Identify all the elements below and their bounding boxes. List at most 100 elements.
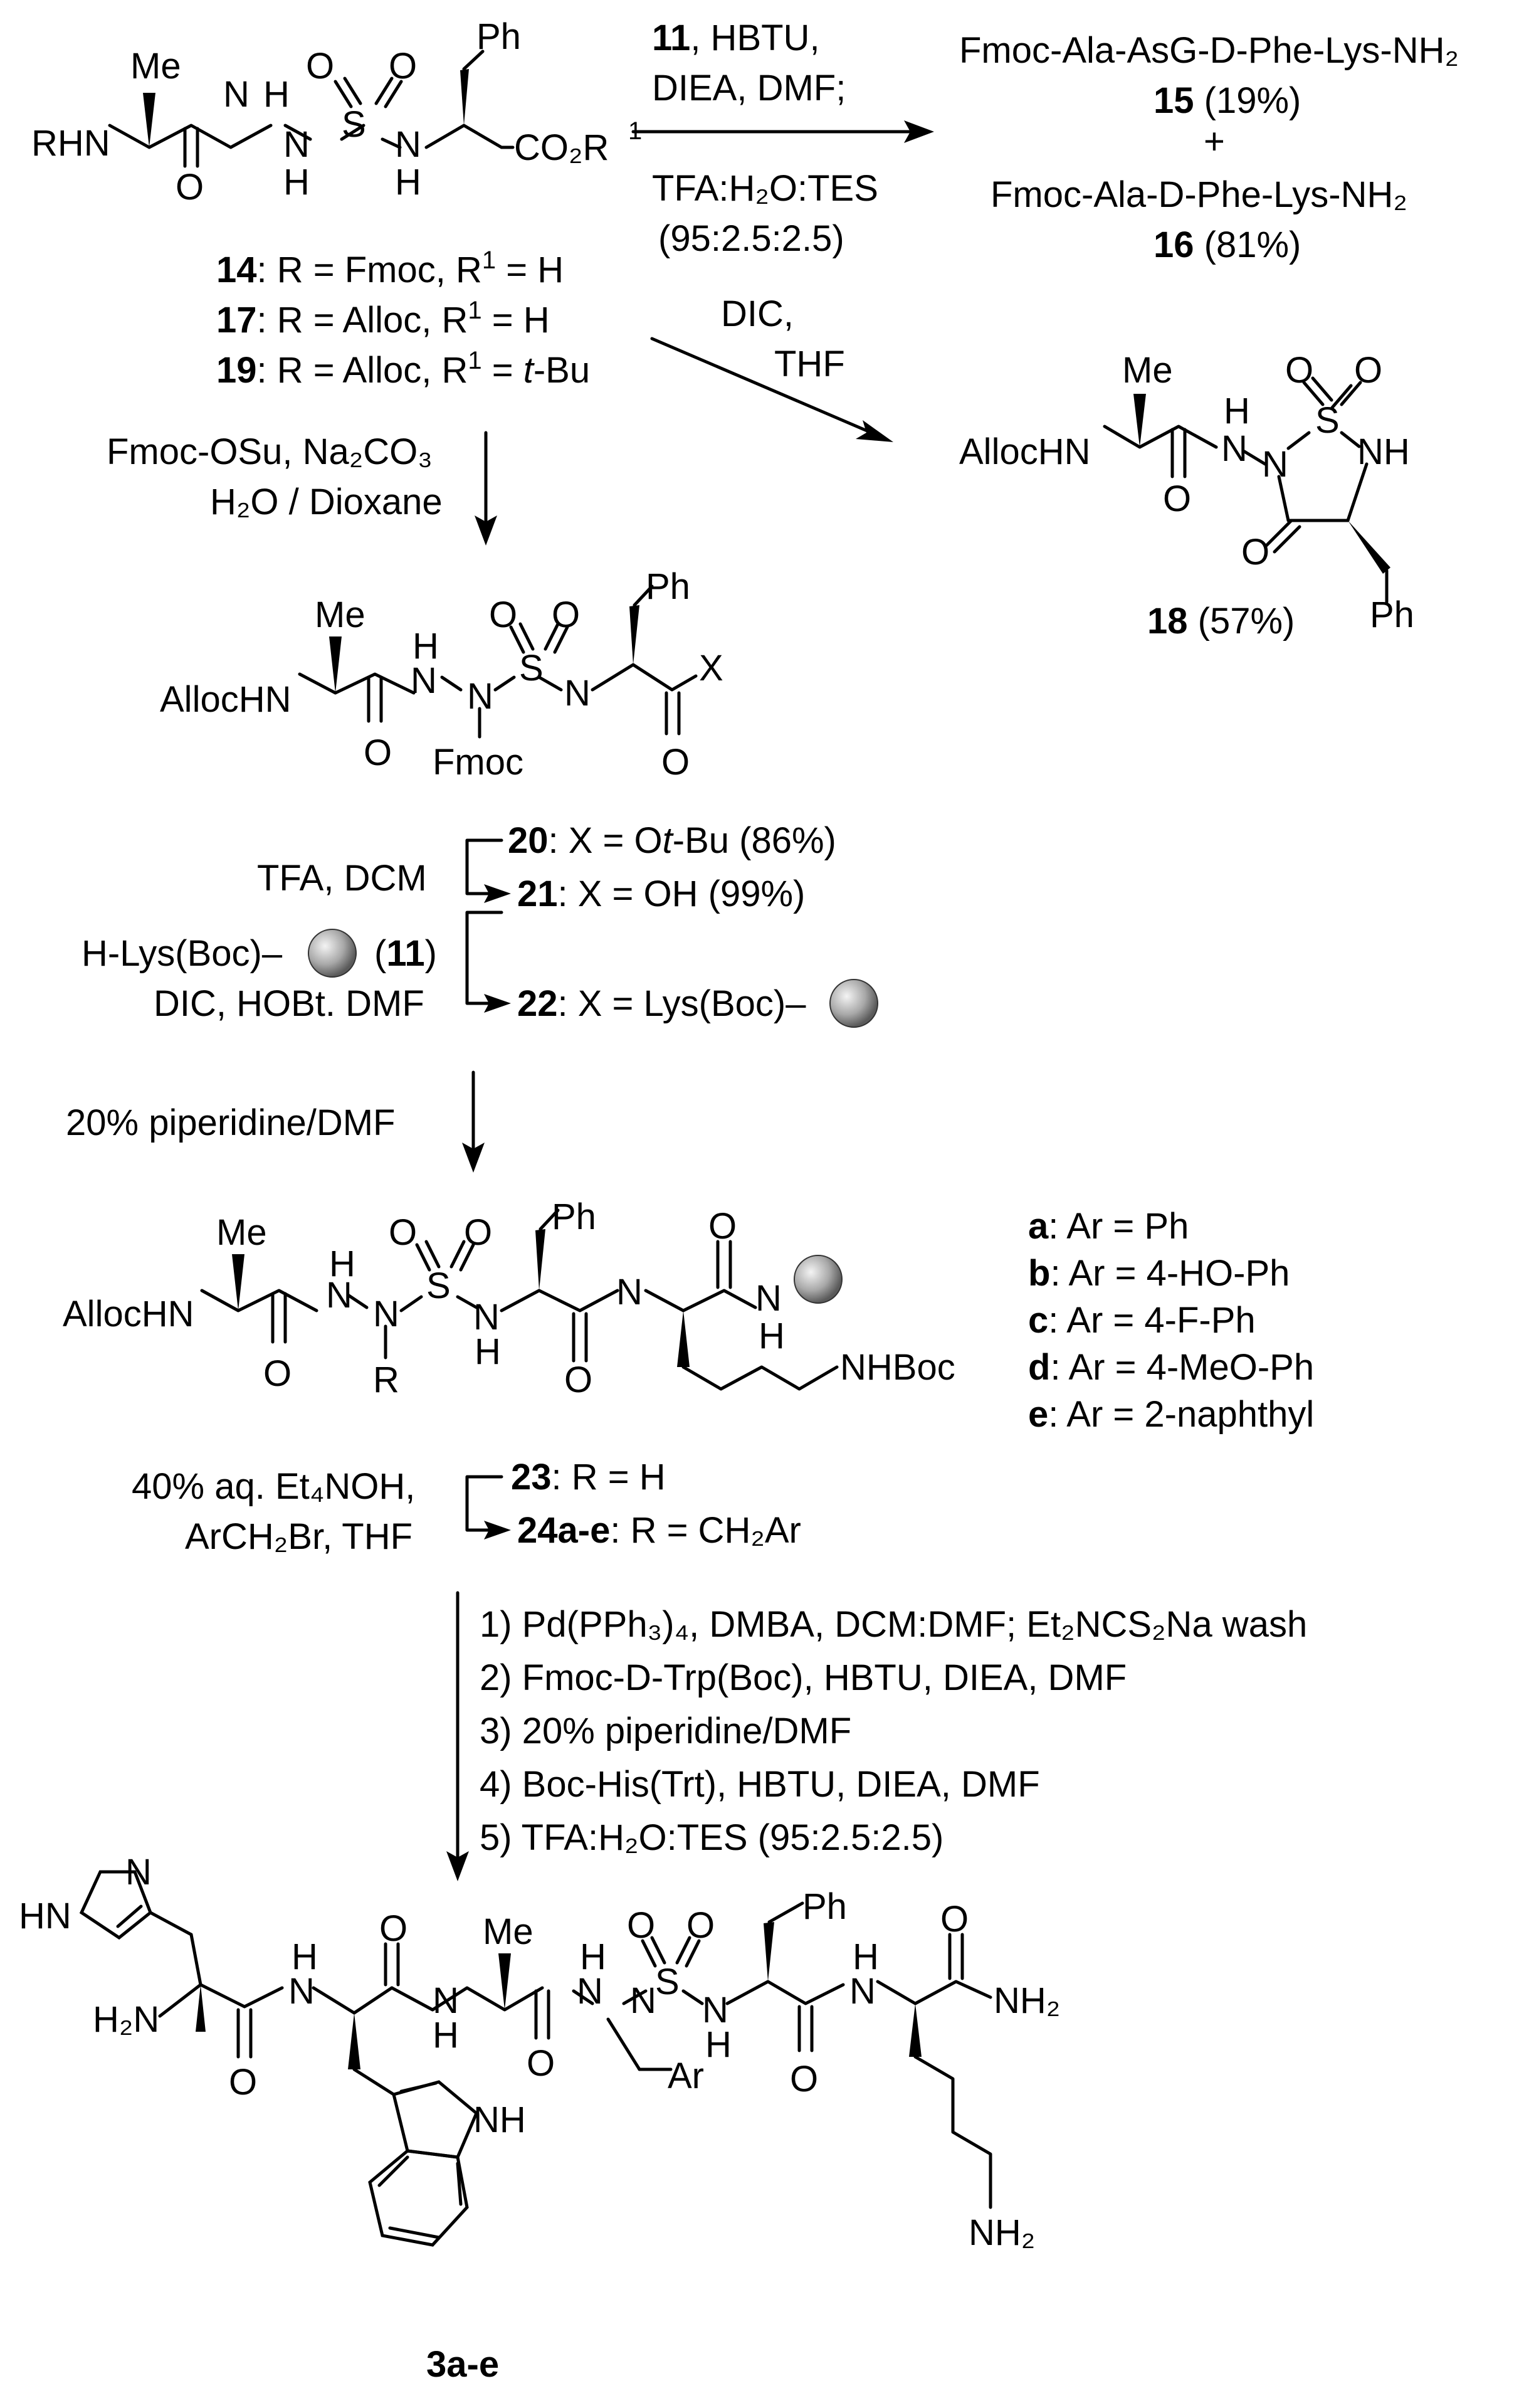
c23-atom-o2: O [464, 1212, 492, 1253]
step-5: 5) TFA:H₂O:TES (95:2.5:2.5) [480, 1817, 943, 1858]
c22-resin-bead-icon [829, 979, 878, 1028]
products-15-16: Fmoc-Ala-AsG-D-Phe-Lys-NH₂ 15 (19%) + Fm… [959, 30, 1459, 265]
c18-atom-n1: N [1221, 428, 1248, 469]
atom-co2r: CO₂R [514, 127, 609, 168]
final-atom-me: Me [483, 1911, 533, 1952]
product-15-label: 15 (19%) [1154, 80, 1301, 121]
reaction-a-reagent-2: DIEA, DMF; [652, 68, 846, 108]
final-atom-n-e: N [702, 1990, 728, 2030]
c20-atom-fmoc: Fmoc [433, 742, 523, 783]
c18-atom-o1: O [1163, 478, 1191, 519]
resin-bead-icon [308, 929, 357, 978]
c23-atom-h1: H [329, 1244, 355, 1284]
final-atom-h-a: H [292, 1936, 318, 1977]
c18-atom-h: H [1224, 391, 1250, 431]
final-atom-ar: Ar [668, 2056, 704, 2096]
final-atom-h-f: H [853, 1936, 879, 1977]
final-atom-s: S [655, 1962, 680, 2002]
final-atom-o-e: O [940, 1899, 969, 1940]
legend-b: b: Ar = 4-HO-Ph [1028, 1253, 1290, 1294]
final-atom-o-a: O [229, 2062, 257, 2103]
me-wedge [143, 93, 155, 147]
atom-n2: N [283, 124, 310, 165]
c23-label: 23: R = H [511, 1457, 666, 1497]
atom-o-s2: O [389, 46, 417, 87]
final-atom-o-d: O [790, 2059, 818, 2099]
reaction-d-reagent: 20% piperidine/DMF [66, 1102, 395, 1143]
c18-atom-n2: N [1262, 444, 1288, 485]
c20-atom-s: S [519, 648, 544, 689]
c23-ph-hash [535, 1229, 545, 1291]
final-atom-h-b: H [433, 2015, 459, 2056]
legend-d: d: Ar = 4-MeO-Ph [1028, 1347, 1314, 1388]
c20-atom-o1: O [489, 594, 517, 635]
atom-ph: Ph [476, 16, 521, 57]
reaction-a-reagent-4: (95:2.5:2.5) [658, 218, 844, 259]
reaction-c-arrow: Fmoc-OSu, Na₂CO₃ H₂O / Dioxane [107, 431, 497, 546]
product-16-label: 16 (81%) [1154, 224, 1301, 265]
ala-wedge [498, 1953, 511, 2010]
c23-atom-n5: N [755, 1278, 782, 1319]
product-15-name: Fmoc-Ala-AsG-D-Phe-Lys-NH₂ [959, 30, 1459, 71]
c23-me-wedge [232, 1254, 244, 1311]
c20-atom-o-c1: O [364, 732, 392, 773]
compound-14-definitions: 14: R = Fmoc, R1 = H 17: R = Alloc, R1 =… [216, 246, 590, 391]
atom-s: S [342, 104, 366, 145]
reaction-d-arrow: 20% piperidine/DMF [66, 1070, 485, 1173]
legend-e: e: Ar = 2-naphthyl [1028, 1394, 1314, 1435]
final-atom-h2n: H₂N [93, 1999, 159, 2040]
final-atom-o-b: O [379, 1908, 407, 1949]
reagent-tfa-dcm: TFA, DCM [257, 858, 427, 899]
c23-resin-bead-icon [794, 1255, 843, 1304]
ar-legend: a: Ar = Ph b: Ar = 4-HO-Ph c: Ar = 4-F-P… [1028, 1206, 1314, 1435]
reaction-c-reagent-2: H₂O / Dioxane [210, 482, 443, 522]
final-atom-n-f: N [849, 1971, 876, 2012]
reagent-dic-hobt: DIC, HOBt. DMF [154, 983, 424, 1024]
def-17: 17: R = Alloc, R1 = H [216, 297, 550, 341]
atom-n1: N [223, 74, 250, 115]
atom-me: Me [130, 46, 181, 87]
legend-a: a: Ar = Ph [1028, 1206, 1189, 1247]
c23-atom-o1: O [389, 1212, 417, 1253]
atom-o-s1: O [306, 46, 334, 87]
atom-h3: H [395, 162, 421, 203]
c20-atom-n2: N [467, 676, 493, 717]
def-19: 19: R = Alloc, R1 = t-Bu [216, 347, 590, 391]
c20-atom-me: Me [315, 594, 365, 635]
c22-label: 22: X = Lys(Boc)– [517, 983, 806, 1024]
c18-atom-o4: O [1241, 532, 1269, 573]
c18-atom-allochn: AllocHN [959, 431, 1091, 472]
final-atom-n-b: N [433, 1980, 459, 2021]
final-atom-h-e: H [705, 2024, 732, 2065]
c23-lys-hash [677, 1311, 690, 1367]
compound-20-structure: Me Ph AllocHN H N N S O O N X O O Fmoc [160, 566, 723, 783]
final-atom-hn-imidazole: HN [19, 1896, 71, 1936]
reaction-b-arrow: DIC, THF [650, 293, 893, 442]
c18-atom-me: Me [1122, 350, 1173, 391]
c18-atom-o3: O [1354, 350, 1382, 391]
c20-ph-hash [629, 605, 639, 665]
final-atom-nh2-lysine: NH₂ [969, 2212, 1035, 2253]
compound-18-structure: Me AllocHN H N O N S O O NH O Ph 18 (57%… [959, 350, 1414, 642]
c23-atom-h5: H [759, 1316, 785, 1356]
c23-atom-o4: O [564, 1360, 592, 1400]
lys-hash [909, 2004, 922, 2057]
final-atom-n-d: N [630, 1980, 656, 2021]
step-2: 2) Fmoc-D-Trp(Boc), HBTU, DIEA, DMF [480, 1657, 1127, 1698]
final-atom-o-s2: O [686, 1905, 715, 1946]
legend-c: c: Ar = 4-F-Ph [1028, 1300, 1256, 1341]
c23-atom-n3: N [473, 1297, 500, 1338]
reaction-b-reagent-1: DIC, [721, 293, 794, 334]
c23-atom-ph: Ph [552, 1196, 596, 1237]
compound-23-structure: Me Ph AllocHN H N N S O O N H O R O N O … [63, 1196, 955, 1400]
final-atom-nh-indole: NH [473, 2099, 526, 2140]
final-atom-o-s1: O [627, 1905, 655, 1946]
final-atom-h-c: H [580, 1936, 606, 1977]
step-1: 1) Pd(PPh₃)₄, DMBA, DCM:DMF; Et₂NCS₂Na w… [480, 1604, 1307, 1645]
atom-o-carbonyl: O [176, 167, 204, 208]
resin-reagent: H-Lys(Boc)– [81, 933, 283, 974]
final-steps-arrow: 1) Pd(PPh₃)₄, DMBA, DCM:DMF; Et₂NCS₂Na w… [446, 1591, 1307, 1881]
def-14: 14: R = Fmoc, R1 = H [216, 246, 564, 290]
c18-atom-o2: O [1285, 350, 1313, 391]
reagent-et4noh: 40% aq. Et₄NOH, [132, 1466, 415, 1507]
